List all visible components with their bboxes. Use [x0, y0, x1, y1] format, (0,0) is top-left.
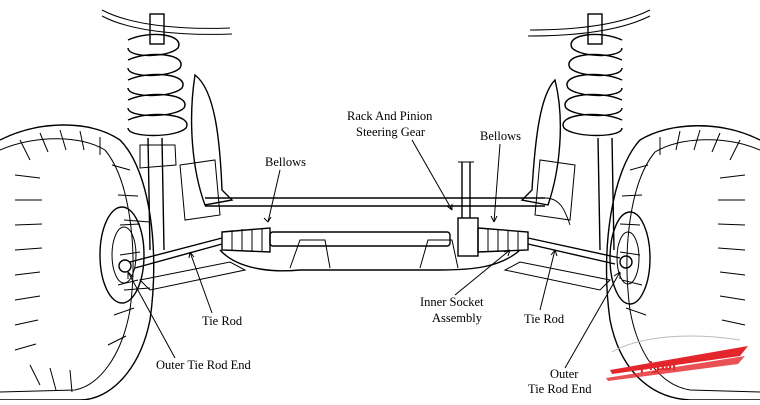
right-wheel [605, 125, 760, 401]
right-bellows [477, 227, 529, 253]
watermark-brand-text: اسرام [640, 359, 676, 374]
right-strut-spring [520, 9, 651, 251]
label-inner-socket-line1: Inner Socket [420, 295, 484, 309]
tie-rods [118, 237, 633, 273]
rack-and-pinion [269, 161, 479, 257]
label-outer-left: Outer Tie Rod End [156, 358, 252, 372]
label-outer-right-line1: Outer [550, 367, 579, 381]
left-wheel [0, 124, 155, 401]
label-tie-rod-left: Tie Rod [202, 314, 243, 328]
brand-watermark-logo: اسرام [606, 335, 748, 381]
label-rack-line1: Rack And Pinion [347, 109, 433, 123]
label-outer-right-line2: Tie Rod End [528, 382, 592, 396]
label-inner-socket-line2: Assembly [432, 311, 483, 325]
left-bellows [221, 227, 271, 253]
sway-bar [205, 197, 571, 226]
label-bellows-left: Bellows [265, 155, 306, 169]
label-rack-line2: Steering Gear [356, 125, 426, 139]
crossmember [219, 239, 521, 272]
left-strut-spring [101, 9, 234, 251]
label-bellows-right: Bellows [480, 129, 521, 143]
leader-lines [127, 139, 621, 369]
label-tie-rod-right: Tie Rod [524, 312, 565, 326]
lower-control-arms [138, 261, 612, 291]
